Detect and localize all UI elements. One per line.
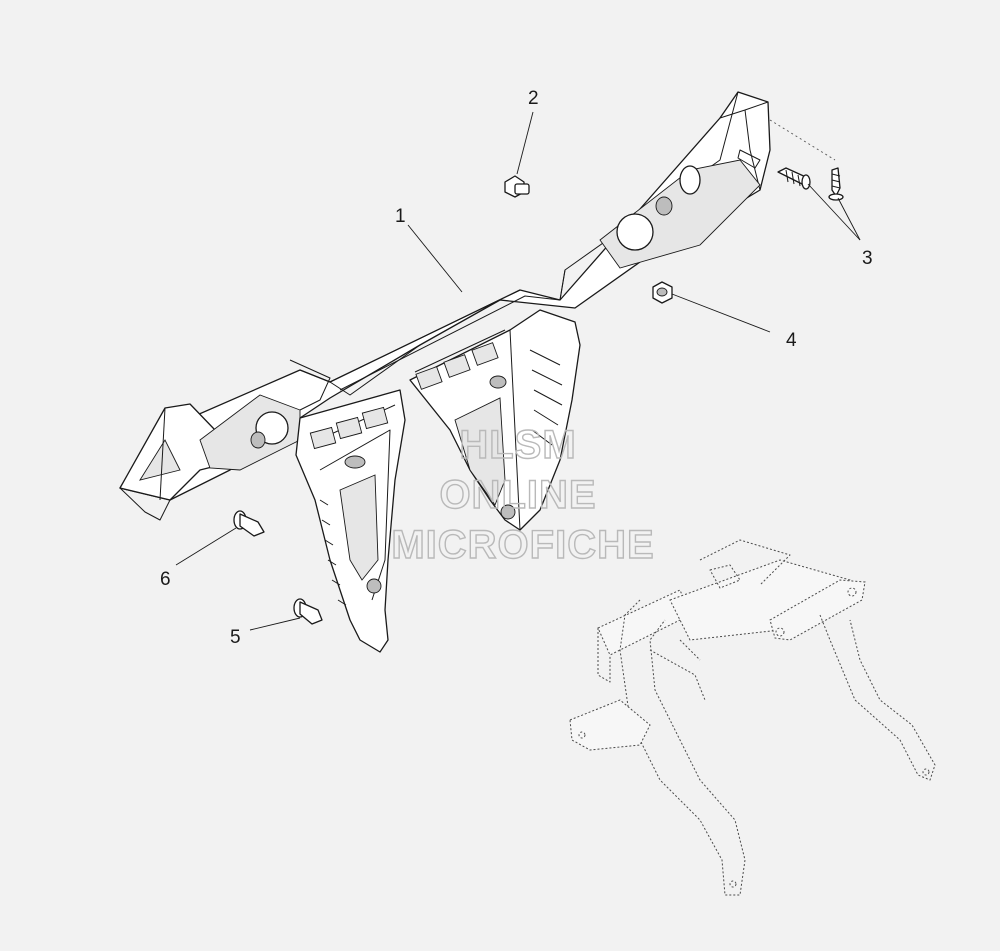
watermark-line-2: ONLINE xyxy=(439,473,596,517)
leader-2 xyxy=(516,111,534,175)
rivet-part-5 xyxy=(293,598,323,625)
callout-2: 2 xyxy=(528,88,539,109)
bolt-part-2 xyxy=(504,175,530,198)
callout-5: 5 xyxy=(230,627,241,648)
watermark-line-3: MICROFICHE xyxy=(391,523,654,567)
leader-lines xyxy=(175,111,861,631)
leader-6 xyxy=(175,527,237,566)
leader-1 xyxy=(407,224,463,293)
screw-part-3 xyxy=(769,119,844,201)
callout-6: 6 xyxy=(160,569,171,590)
nut-part-4 xyxy=(652,281,673,304)
rack-frame-part xyxy=(119,91,771,653)
callout-1: 1 xyxy=(395,206,406,227)
leader-4 xyxy=(671,293,771,333)
leader-3a xyxy=(807,183,861,241)
callout-4: 4 xyxy=(786,330,797,351)
watermark: HLSM ONLINE MICROFICHE xyxy=(391,422,655,567)
watermark-line-1: HLSM xyxy=(459,423,576,467)
callout-3: 3 xyxy=(862,248,873,269)
leader-5 xyxy=(249,617,301,631)
vehicle-frame-reference xyxy=(569,539,936,896)
leader-3b xyxy=(837,197,861,241)
callouts: 1 2 3 4 5 6 xyxy=(160,88,873,648)
rivet-part-6 xyxy=(233,510,265,537)
